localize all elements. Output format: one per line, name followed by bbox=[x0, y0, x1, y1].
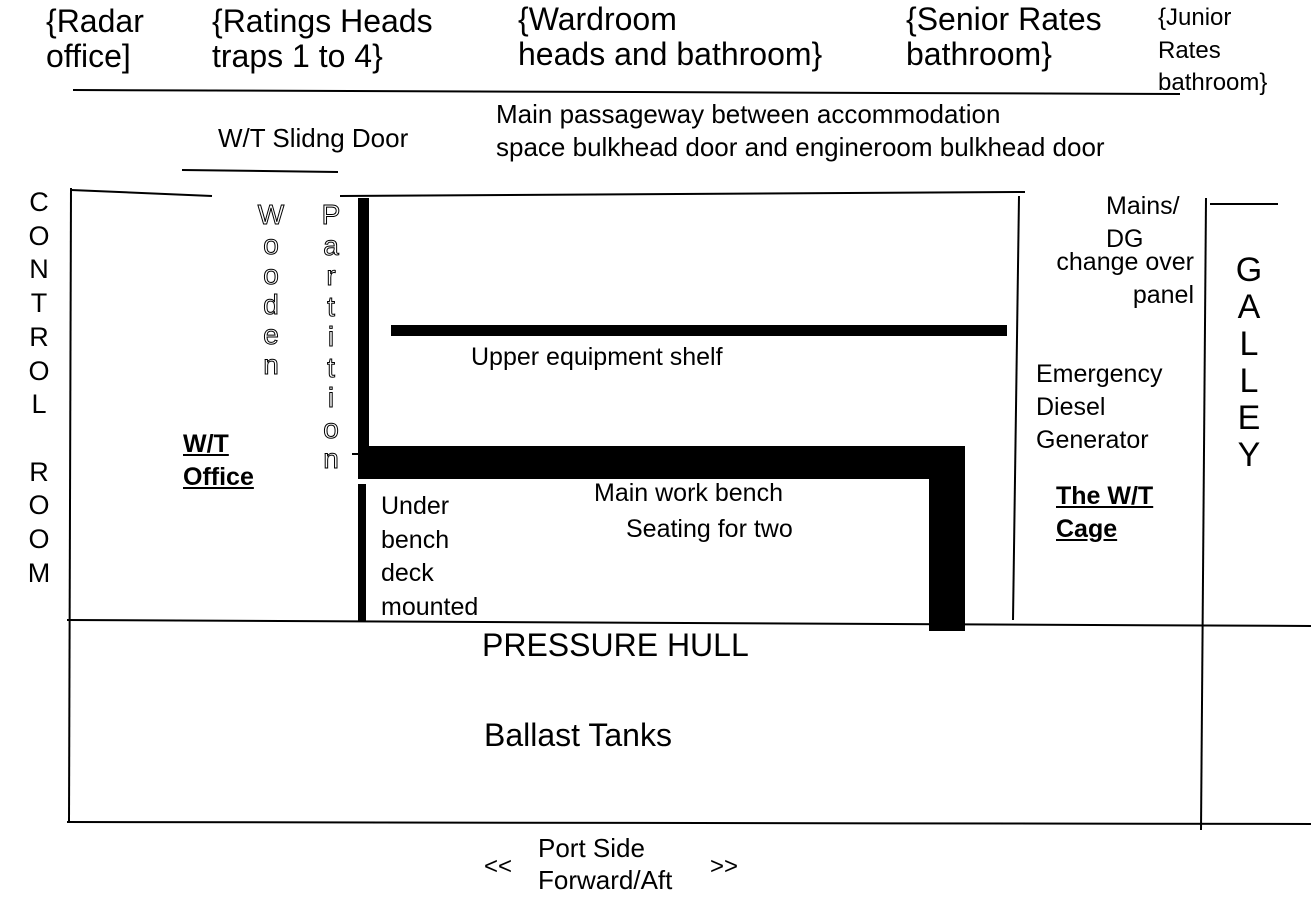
seating-label: Seating for two bbox=[626, 515, 793, 543]
mains-dg-label: Mains/ DG bbox=[1106, 192, 1180, 253]
deck-line bbox=[66, 619, 1311, 627]
junior-rates-label: {Junior Rates bathroom} bbox=[1158, 4, 1268, 97]
upper-shelf-label: Upper equipment shelf bbox=[471, 343, 723, 371]
left-arrow: << bbox=[484, 853, 513, 880]
partition-wall bbox=[358, 198, 369, 450]
ratings-heads-label: {Ratings Heads traps 1 to 4} bbox=[212, 3, 433, 74]
main-bench-top bbox=[358, 446, 964, 479]
office-top-wall-right bbox=[339, 191, 1026, 197]
senior-rates-label: {Senior Rates bathroom} bbox=[906, 1, 1102, 72]
sliding-door-label: W/T Slidng Door bbox=[218, 123, 409, 153]
right-arrow: >> bbox=[710, 853, 739, 880]
main-passage-label: Main passageway between accommodation sp… bbox=[496, 99, 1105, 163]
sliding-door-line bbox=[181, 169, 339, 173]
office-top-wall-left bbox=[70, 189, 213, 197]
cage-wall bbox=[1012, 195, 1020, 621]
radar-office-label: {Radar office] bbox=[46, 3, 144, 74]
upper-shelf bbox=[391, 325, 1007, 336]
header-divider-line bbox=[72, 89, 1181, 95]
ballast-tanks-label: Ballast Tanks bbox=[484, 717, 672, 753]
main-bench-leg bbox=[929, 446, 965, 631]
galley-wall bbox=[1200, 197, 1207, 831]
office-left-wall bbox=[68, 187, 72, 823]
port-side-label: Port Side bbox=[538, 833, 645, 863]
change-over-label: change over panel bbox=[1056, 248, 1194, 309]
wt-cage-label: The W/T Cage bbox=[1056, 482, 1154, 543]
wt-office-label: W/T Office bbox=[183, 430, 254, 491]
pressure-hull-label: PRESSURE HULL bbox=[482, 627, 749, 663]
main-bench-label: Main work bench bbox=[594, 479, 783, 507]
emergency-generator-label: Emergency Diesel Generator bbox=[1036, 360, 1163, 454]
wardroom-label: {Wardroom heads and bathroom} bbox=[518, 1, 823, 72]
forward-aft-label: Forward/Aft bbox=[538, 865, 673, 895]
under-bench-label: Under bench deck mounted bbox=[381, 492, 479, 621]
bottom-line bbox=[66, 821, 1311, 825]
under-bench-support bbox=[358, 484, 366, 621]
